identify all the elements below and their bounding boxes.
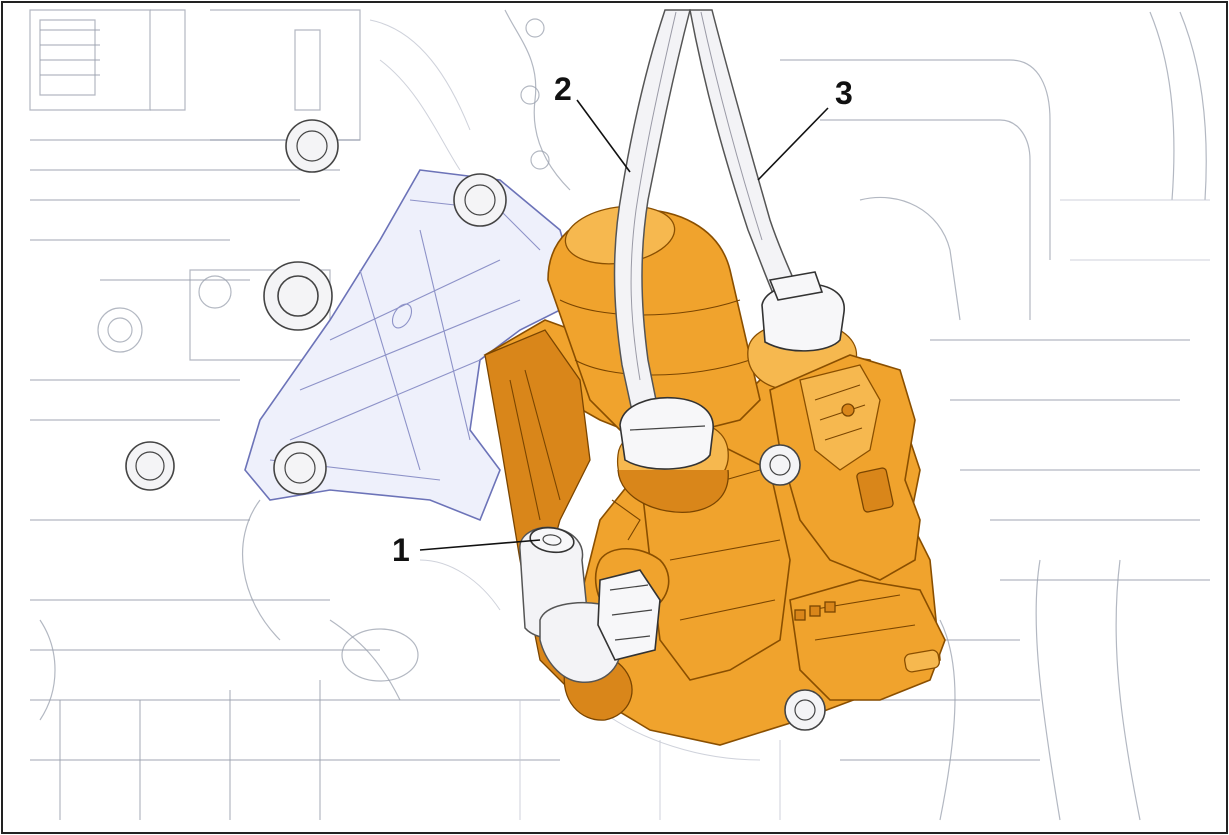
pipe-3	[689, 9, 845, 352]
leader-line-3	[757, 107, 829, 181]
leader-line-1	[419, 539, 541, 551]
callout-1: 1	[392, 532, 410, 568]
mounting-bracket	[244, 169, 581, 522]
fitting-1	[519, 526, 661, 683]
callout-2: 2	[554, 71, 572, 107]
engine-background	[29, 9, 1210, 821]
callout-3-group: 3	[757, 75, 853, 181]
background-bolts	[125, 119, 339, 491]
leader-line-2	[576, 99, 631, 173]
callout-2-group: 2	[554, 71, 631, 173]
pipe-2	[613, 9, 714, 470]
callout-3: 3	[835, 75, 853, 111]
callout-1-group: 1	[392, 532, 541, 568]
